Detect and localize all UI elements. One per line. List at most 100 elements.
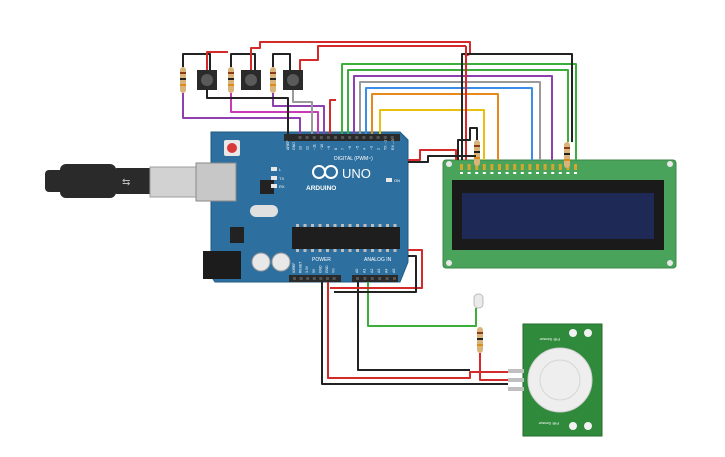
digital-pin-hole[interactable] — [334, 136, 337, 139]
led-tx — [271, 176, 277, 180]
digital-pin-hole[interactable] — [376, 136, 380, 139]
digital-pin-label: ~5 — [355, 146, 359, 150]
analog-pin-hole[interactable] — [393, 277, 396, 280]
usb-cable[interactable]: ⇆ — [45, 164, 199, 198]
arduino-logo: ARDUINO UNO — [306, 165, 371, 192]
lcd-pin[interactable] — [543, 164, 547, 170]
lcd-pin[interactable] — [460, 164, 463, 170]
led-l-label: L — [279, 167, 282, 172]
power-pin-hole[interactable] — [332, 277, 336, 280]
power-pin-label: Vin — [332, 268, 336, 273]
digital-pin-hole[interactable] — [312, 136, 316, 139]
analog-pin-hole[interactable] — [356, 277, 359, 280]
mcu-pin — [326, 249, 329, 252]
power-pin-hole[interactable] — [306, 277, 310, 280]
digital-pin-hole[interactable] — [319, 136, 323, 139]
digital-pin-label: TX→1 — [384, 140, 388, 150]
mcu-pin — [386, 249, 389, 252]
power-pin-hole[interactable] — [312, 277, 316, 280]
digital-pin-hole[interactable] — [305, 136, 309, 139]
usb-cable-neck — [114, 168, 154, 194]
power-pin-label: IOREF — [292, 263, 296, 273]
mcu-pin — [378, 249, 382, 252]
brand-label: ARDUINO — [306, 185, 336, 192]
wire-lcd-gray — [359, 81, 541, 160]
analog-pin-label: A1 — [362, 269, 366, 273]
pir-sensor-module[interactable]: PIR Sensor PIR Sensor — [508, 323, 603, 437]
lcd-pin[interactable] — [467, 164, 471, 170]
power-pin-label: 5V — [312, 268, 316, 273]
lcd-pin-mark — [475, 172, 479, 174]
power-pin-hole[interactable] — [293, 277, 296, 280]
digital-pin-hole[interactable] — [390, 136, 394, 139]
lcd-pin[interactable] — [520, 164, 524, 170]
lcd-pin[interactable] — [558, 164, 562, 170]
analog-pin-label: A0 — [355, 269, 359, 273]
infinity-right-icon — [324, 165, 338, 179]
digital-pin-hole[interactable] — [298, 136, 302, 139]
capacitor-1 — [251, 252, 271, 272]
digital-pin-label: ~10 — [320, 144, 324, 150]
pir-label-top: PIR Sensor — [539, 337, 560, 342]
lcd-pin[interactable] — [528, 164, 532, 170]
digital-pin-hole[interactable] — [369, 136, 373, 139]
digital-pin-hole[interactable] — [383, 136, 387, 139]
pir-mount-hole-2 — [584, 329, 592, 337]
lcd-pin[interactable] — [513, 164, 517, 170]
lcd-pin[interactable] — [490, 164, 494, 170]
digital-pin-label: ~6 — [348, 146, 352, 150]
lcd-16x2-module[interactable] — [442, 159, 677, 269]
lcd-pin[interactable] — [536, 164, 539, 170]
capacitor-2 — [271, 252, 291, 272]
mcu-pin — [318, 224, 322, 227]
digital-pin-hole[interactable] — [341, 136, 345, 139]
lcd-pin[interactable] — [498, 164, 501, 170]
lcd-pin[interactable] — [574, 164, 577, 170]
digital-pin-hole[interactable] — [362, 136, 366, 139]
lcd-pin[interactable] — [482, 164, 486, 170]
push-button-2[interactable] — [241, 70, 261, 90]
led-tx-label: TX — [279, 176, 284, 181]
lcd-pin-mark — [551, 172, 555, 174]
digital-pin-hole[interactable] — [326, 136, 330, 139]
wire-lcd-purple — [353, 75, 553, 160]
mcu-pin — [348, 224, 352, 227]
led-l — [271, 167, 277, 171]
analog-pin-hole[interactable] — [378, 277, 382, 280]
pir-pin-2 — [508, 378, 524, 382]
analog-pin-hole[interactable] — [363, 277, 367, 280]
analog-pin-hole[interactable] — [370, 277, 374, 280]
wire-power-loop-black — [334, 255, 417, 293]
pir-dome — [527, 347, 593, 413]
wire-lcd-orange — [371, 93, 499, 160]
digital-pin-label: 12 — [306, 146, 310, 150]
push-button-3[interactable] — [283, 70, 303, 90]
wire-pir-signal — [367, 282, 477, 327]
wire-btn2-signal — [230, 93, 319, 134]
power-pin-hole[interactable] — [299, 277, 303, 280]
lcd-pin[interactable] — [505, 164, 509, 170]
power-pin-hole[interactable] — [326, 277, 329, 280]
lcd-pin[interactable] — [475, 164, 479, 170]
analog-pin-hole[interactable] — [385, 277, 389, 280]
lcd-pin-mark — [490, 172, 494, 174]
mcu-pin — [341, 224, 344, 227]
wire-lcd-green — [341, 63, 577, 160]
analog-header — [352, 275, 398, 282]
mcu-pin — [296, 224, 299, 227]
mcu-pin — [393, 249, 397, 252]
lcd-pin[interactable] — [551, 164, 555, 170]
digital-pin-hole[interactable] — [355, 136, 359, 139]
power-pin-hole[interactable] — [319, 277, 323, 280]
pir-mount-hole-1 — [569, 329, 577, 337]
mcu-pin — [341, 249, 344, 252]
digital-pin-hole[interactable] — [348, 136, 352, 139]
analog-pin-label: A2 — [370, 269, 374, 273]
wire-pir-resistor — [479, 353, 508, 381]
pir-mount-hole-3 — [569, 422, 577, 430]
mcu-pin — [311, 249, 314, 252]
push-button-1[interactable] — [197, 70, 217, 90]
